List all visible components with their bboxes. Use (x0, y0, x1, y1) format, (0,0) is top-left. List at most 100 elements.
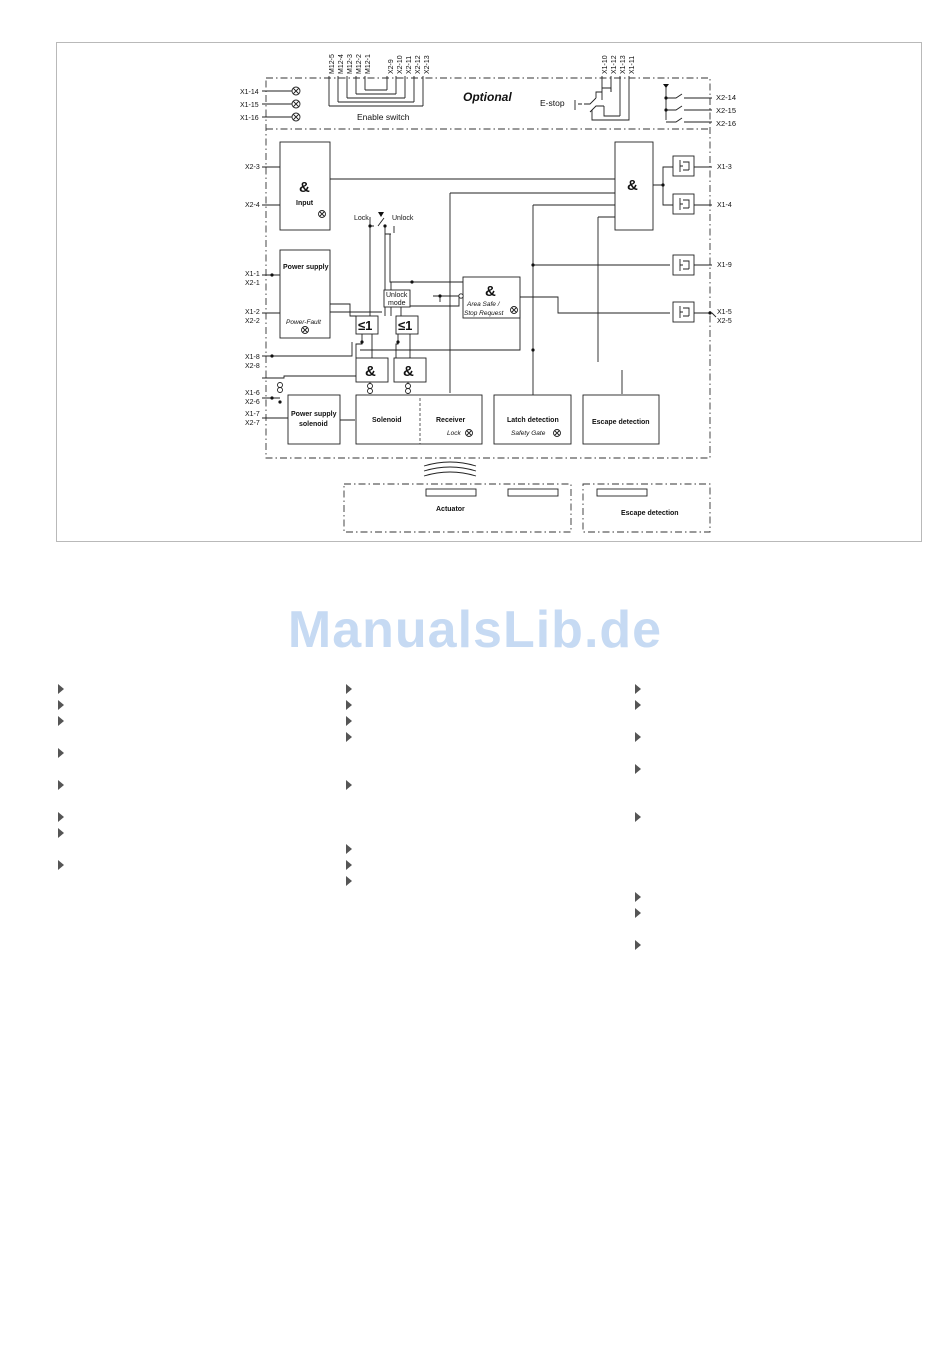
power-supply-label: Power supply (283, 264, 329, 271)
bullet-marker-icon (58, 780, 64, 790)
terminal-label: X1-4 (717, 202, 732, 209)
receiver-label: Receiver (436, 417, 465, 424)
estop-switch (574, 87, 630, 121)
terminal-label: X1-5 (717, 309, 732, 316)
solenoid-label: Solenoid (372, 417, 402, 424)
unlock-mode-box (383, 289, 411, 308)
bullet-marker-icon (635, 908, 641, 918)
bullet-marker-icon (58, 828, 64, 838)
bullet-marker-icon (58, 748, 64, 758)
terminal-label: X2-2 (245, 318, 260, 325)
receiver-lock-label: Lock (447, 430, 461, 437)
terminal-label: X1-16 (240, 115, 259, 122)
and-block-close (355, 357, 389, 383)
terminal-label: X1-10 (602, 55, 609, 74)
bullet-marker-icon (346, 716, 352, 726)
wireless-signal-icon (423, 461, 477, 477)
terminal-label: X2-6 (245, 399, 260, 406)
bullet-marker-icon (58, 812, 64, 822)
right-top-terminals: X2-14 X2-15 X2-16 (663, 84, 736, 128)
escape-boundary (582, 483, 711, 533)
terminal-label: M12-3 (347, 54, 354, 74)
or-symbol: ≤1 (358, 318, 372, 333)
enable-switch-label: Enable switch (357, 112, 410, 122)
left-terminal-labels: X2-3 X2-4 X1-1 X2-1 X1-2 X2-2 X1-8 X2-8 … (245, 164, 260, 427)
area-safe-label: Stop Request (464, 310, 505, 317)
safety-gate-label: Safety Gate (511, 430, 546, 437)
actuator-part (507, 488, 559, 497)
and-symbol: & (299, 179, 310, 196)
actuator-boundary (343, 483, 572, 533)
bullet-marker-icon (635, 940, 641, 950)
terminal-label: X1-3 (717, 164, 732, 171)
terminal-label: X2-8 (245, 363, 260, 370)
terminal-label: X2-3 (245, 164, 260, 171)
transistor-icon (672, 254, 695, 276)
junction-dots (270, 183, 712, 404)
estop-label: E-stop (540, 98, 565, 108)
terminal-label: X1-6 (245, 390, 260, 397)
transistor-icon (672, 155, 695, 177)
terminal-label: X2-16 (716, 119, 736, 128)
transistor-icon (672, 301, 695, 323)
terminal-label: X1-8 (245, 354, 260, 361)
terminal-label: X1-9 (717, 262, 732, 269)
right-terminal-labels: X1-3 X1-4 X1-9 X1-5 X2-5 (717, 164, 732, 325)
terminal-label: X2-10 (397, 55, 404, 74)
escape-detection-2-label: Escape detection (621, 510, 679, 517)
terminal-label: M12-4 (338, 54, 345, 74)
terminal-label: X2-11 (406, 56, 413, 74)
escape-detection-label: Escape detection (592, 419, 650, 426)
latch-detection-label: Latch detection (507, 417, 559, 424)
terminal-label: X1-13 (620, 55, 627, 74)
output-transistors (672, 155, 695, 323)
terminal-label: X1-1 (245, 271, 260, 278)
or-block-unlock (395, 315, 419, 335)
unlock-label: Unlock (392, 215, 414, 222)
bullet-marker-icon (635, 732, 641, 742)
actuator-part (425, 488, 477, 497)
terminal-label: X2-7 (245, 420, 260, 427)
input-label: Input (296, 200, 314, 207)
power-supply-block (279, 249, 331, 339)
terminal-label: X1-12 (611, 55, 618, 74)
terminal-label: X2-1 (245, 280, 260, 287)
optional-boundary (265, 77, 711, 459)
bullet-marker-icon (58, 716, 64, 726)
power-fault-label: Power-Fault (286, 319, 322, 326)
bullet-marker-icon (346, 700, 352, 710)
terminal-label: X2-9 (388, 59, 395, 74)
diagram-frame (56, 42, 922, 542)
or-block-lock (355, 315, 379, 335)
optional-title: Optional (463, 90, 512, 104)
and-symbol: & (627, 177, 638, 194)
bullet-marker-icon (346, 684, 352, 694)
left-lamp-terminals: X1-14 X1-15 X1-16 (240, 86, 301, 122)
bullet-marker-icon (346, 732, 352, 742)
and-symbol: & (485, 283, 496, 300)
ps-solenoid-label: Power supply (291, 411, 337, 418)
terminal-label: M12-1 (365, 54, 372, 74)
escape-part (596, 488, 648, 497)
top-terminal-labels-right: X1-10 X1-12 X1-13 X1-11 (602, 55, 636, 74)
solenoid-receiver-block (355, 394, 483, 445)
transistor-icon (672, 193, 695, 215)
bullet-marker-icon (346, 780, 352, 790)
bullet-marker-icon (635, 684, 641, 694)
power-supply-solenoid-block (287, 394, 341, 445)
terminal-label: X1-14 (240, 89, 259, 96)
terminal-label: X1-7 (245, 411, 260, 418)
watermark: ManualsLib.de (287, 601, 663, 659)
terminal-label: X2-5 (717, 318, 732, 325)
switch-pivot-icon (378, 212, 384, 217)
bullet-marker-icon (346, 860, 352, 870)
area-safe-label: Area Safe / (466, 301, 501, 308)
unlock-mode-label: mode (388, 300, 406, 307)
and-symbol: & (403, 363, 414, 380)
lock-label: Lock (354, 215, 369, 222)
terminal-label: X2-12 (415, 55, 422, 74)
bullet-marker-icon (635, 812, 641, 822)
terminal-label: X2-14 (716, 93, 736, 102)
block-diagram: M12-5 M12-4 M12-3 M12-2 M12-1 X2-9 X2-10… (240, 54, 736, 533)
bullet-marker-icon (58, 684, 64, 694)
